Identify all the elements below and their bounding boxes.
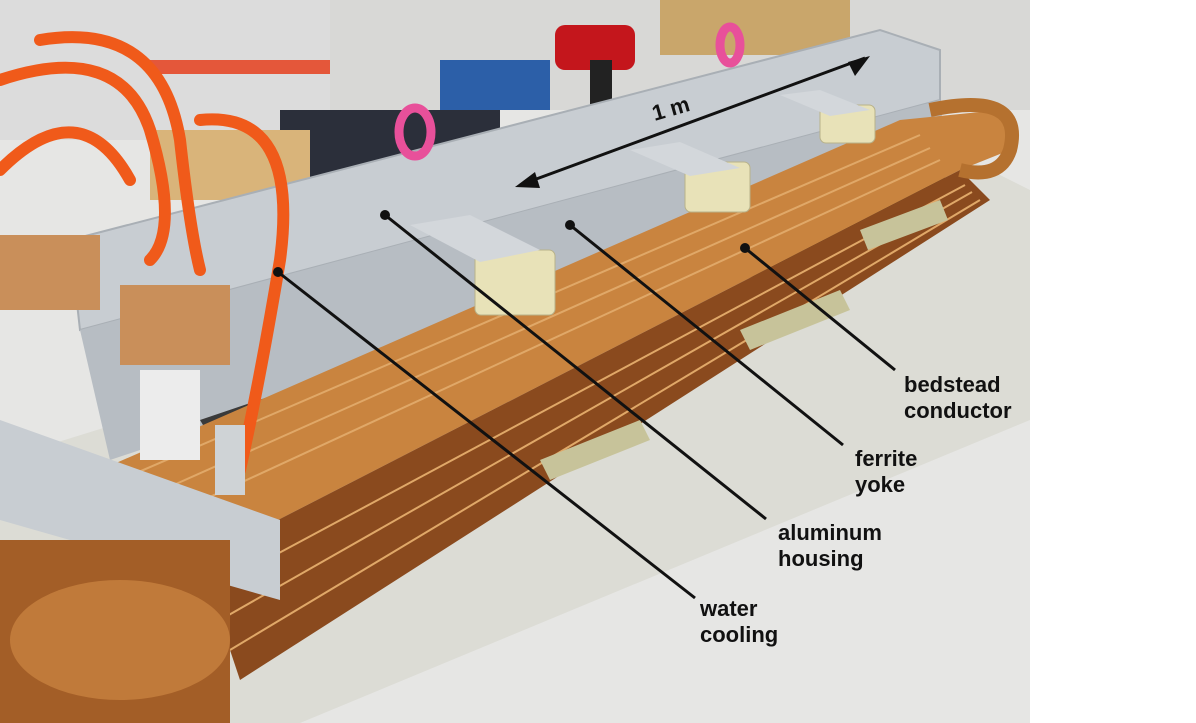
label-bedstead-conductor: bedstead conductor <box>904 372 1012 424</box>
label-ferrite-yoke: ferrite yoke <box>855 446 917 498</box>
aluminum-housing-wall <box>68 28 941 332</box>
conductor-return-loop <box>928 98 1019 180</box>
label-aluminum-housing: aluminum housing <box>778 520 882 572</box>
bracket-bars <box>410 90 870 262</box>
leader-dots <box>273 210 750 277</box>
leader-lines <box>277 213 896 600</box>
end-fittings <box>0 235 280 723</box>
label-ferrite-line1: ferrite <box>855 446 918 471</box>
label-bedstead-line2: conductor <box>904 398 1012 423</box>
spacer-blocks <box>540 200 948 480</box>
copper-conductor-lower <box>200 170 990 680</box>
label-water-line2: cooling <box>700 622 779 647</box>
lifting-ring-icon <box>394 22 745 161</box>
blue-crate <box>440 60 550 110</box>
copper-conductor-top <box>100 110 1010 560</box>
label-aluminum-line2: housing <box>778 546 864 571</box>
label-water-line1: water <box>700 596 758 621</box>
drill-icon <box>555 25 635 105</box>
label-bedstead-line1: bedstead <box>904 372 1001 397</box>
photo-margin <box>1030 0 1196 723</box>
label-water-cooling: water cooling <box>700 596 778 648</box>
label-aluminum-line1: aluminum <box>778 520 882 545</box>
water-cooling-hoses <box>0 31 290 476</box>
hose-fitting <box>215 425 245 495</box>
dimension-arrow <box>515 56 870 188</box>
workbench-top <box>150 60 330 74</box>
label-ferrite-line2: yoke <box>855 472 906 497</box>
